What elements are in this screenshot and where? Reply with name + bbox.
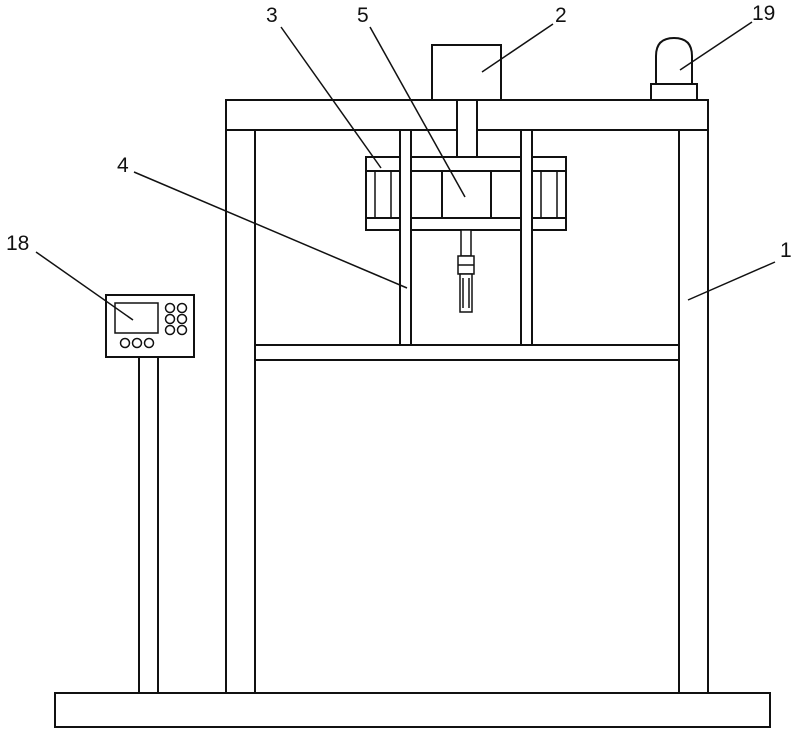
- controller-post: [138, 356, 159, 694]
- main-frame: [225, 99, 709, 694]
- motor: [431, 44, 502, 161]
- carriage-right-block: [531, 170, 567, 219]
- guide-rod-left: [399, 129, 412, 346]
- tool-probe: [457, 229, 475, 313]
- left-column: [225, 129, 256, 694]
- probe-rod: [460, 229, 472, 257]
- leader-warning-light: [679, 21, 753, 71]
- controller-knob: [119, 337, 131, 349]
- label-guide-rod: 4: [117, 154, 129, 177]
- leader-lines: [35, 21, 776, 321]
- motor-shaft: [456, 99, 478, 161]
- label-controller: 18: [6, 232, 29, 255]
- motor-housing: [431, 44, 502, 101]
- leader-slider-block: [369, 26, 466, 198]
- controller-knob: [131, 337, 143, 349]
- reference-numerals: 1 2 3 4 5 18 19: [6, 2, 792, 262]
- controller-button: [176, 313, 188, 325]
- controller-button: [164, 313, 176, 325]
- carriage-top-bar: [365, 156, 567, 172]
- probe-body: [459, 273, 473, 313]
- controller-screen: [114, 302, 159, 334]
- carriage-left-block: [365, 170, 401, 219]
- label-motor: 2: [555, 4, 567, 27]
- guide-rod-right: [520, 129, 533, 346]
- label-warning-light: 19: [752, 2, 775, 25]
- base-plate: [54, 692, 771, 728]
- leader-frame: [687, 261, 776, 301]
- controller-button: [176, 302, 188, 314]
- leader-motor: [481, 23, 554, 73]
- leader-controller: [35, 251, 134, 321]
- label-frame: 1: [780, 239, 792, 262]
- leader-carriage: [280, 26, 382, 169]
- controller: [105, 294, 195, 694]
- right-column: [678, 129, 709, 694]
- middle-crossbeam: [254, 344, 680, 361]
- guide-rods: [399, 129, 533, 346]
- label-slider-block: 5: [357, 4, 369, 27]
- slider-block: [441, 170, 492, 219]
- warning-light-dome: [655, 36, 693, 85]
- controller-button: [164, 324, 176, 336]
- controller-knob: [143, 337, 155, 349]
- controller-button: [176, 324, 188, 336]
- warning-light-base: [650, 83, 698, 101]
- carriage-bottom-bar: [365, 217, 567, 231]
- controller-button: [164, 302, 176, 314]
- leader-guide-rod: [133, 171, 408, 289]
- warning-light: [650, 36, 698, 101]
- label-carriage: 3: [266, 4, 278, 27]
